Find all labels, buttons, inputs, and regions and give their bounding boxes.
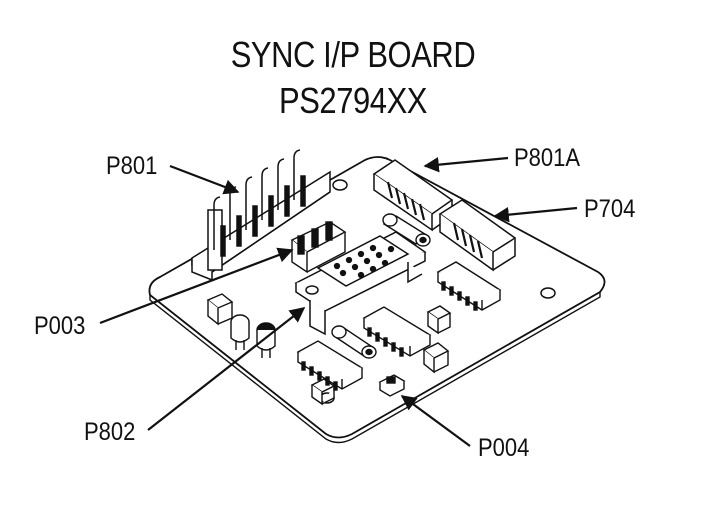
dsub-connector-p802 xyxy=(294,231,427,336)
ic-chip xyxy=(436,261,502,311)
small-component xyxy=(426,305,452,335)
callout-label-p801: P801 xyxy=(106,152,158,180)
connector-p704 xyxy=(438,199,517,272)
callout-label-p801a: P801A xyxy=(514,144,581,172)
mounting-hole xyxy=(540,287,556,299)
small-component xyxy=(206,293,234,326)
capacitor xyxy=(382,213,431,247)
capacitor xyxy=(331,325,377,359)
arrow-p801 xyxy=(169,164,240,195)
arrow-p802 xyxy=(147,307,306,431)
diagram-title-line1: SYNC I/P BOARD xyxy=(230,34,476,75)
arrow-p003 xyxy=(99,247,294,325)
mounting-hole xyxy=(332,179,348,191)
connector-p801 xyxy=(191,149,331,282)
small-component xyxy=(422,342,450,374)
callout-label-p004: P004 xyxy=(478,434,530,462)
arrow-p801a xyxy=(423,156,509,173)
jumper-p003 xyxy=(290,221,347,274)
callout-label-p003: P003 xyxy=(34,312,86,340)
callout-label-p802: P802 xyxy=(84,418,136,446)
jumper-p004 xyxy=(378,374,406,397)
ic-chip xyxy=(362,306,432,357)
connector-p801a xyxy=(372,159,454,232)
arrow-p704 xyxy=(493,206,578,223)
diagram-title-line2: PS2794XX xyxy=(278,80,428,121)
callout-arrows xyxy=(99,156,578,447)
ic-chip xyxy=(296,340,364,391)
arrow-p004 xyxy=(400,395,471,447)
transistor xyxy=(230,314,250,350)
callout-label-p704: P704 xyxy=(584,195,636,223)
